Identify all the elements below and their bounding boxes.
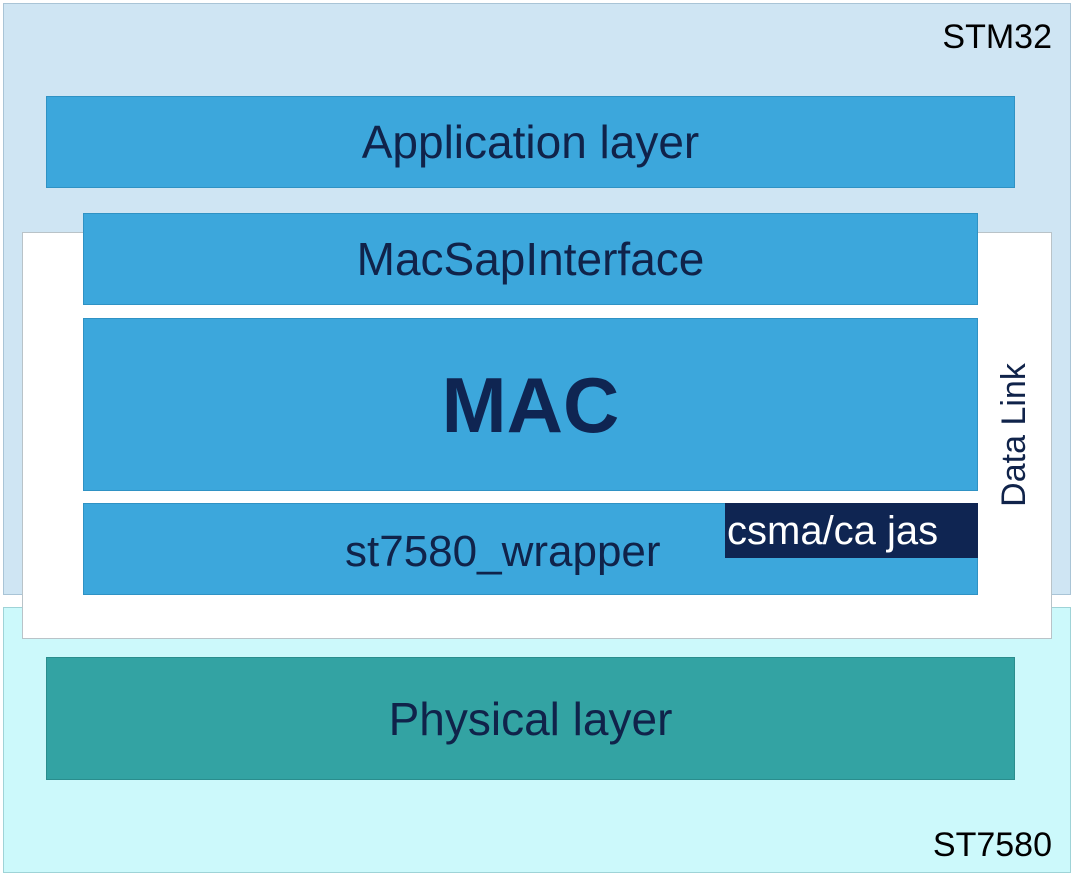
application-layer-label: Application layer [361, 116, 700, 168]
mac-sap-interface-box: MacSapInterface [83, 213, 978, 305]
mac-sap-interface-label: MacSapInterface [356, 233, 705, 285]
mac-label: MAC [441, 360, 620, 449]
physical-layer-box: Physical layer [46, 657, 1015, 780]
stm32-label: STM32 [942, 18, 1052, 56]
csma-ca-label: csma/ca jas [727, 508, 939, 553]
st7580-wrapper-label: st7580_wrapper [345, 527, 661, 576]
data-link-label: Data Link [995, 363, 1033, 507]
application-layer-box: Application layer [46, 96, 1015, 188]
st7580-label: ST7580 [932, 826, 1052, 864]
mac-box: MAC [83, 318, 978, 491]
physical-layer-label: Physical layer [388, 692, 673, 745]
csma-ca-box: csma/ca jas [725, 503, 978, 558]
